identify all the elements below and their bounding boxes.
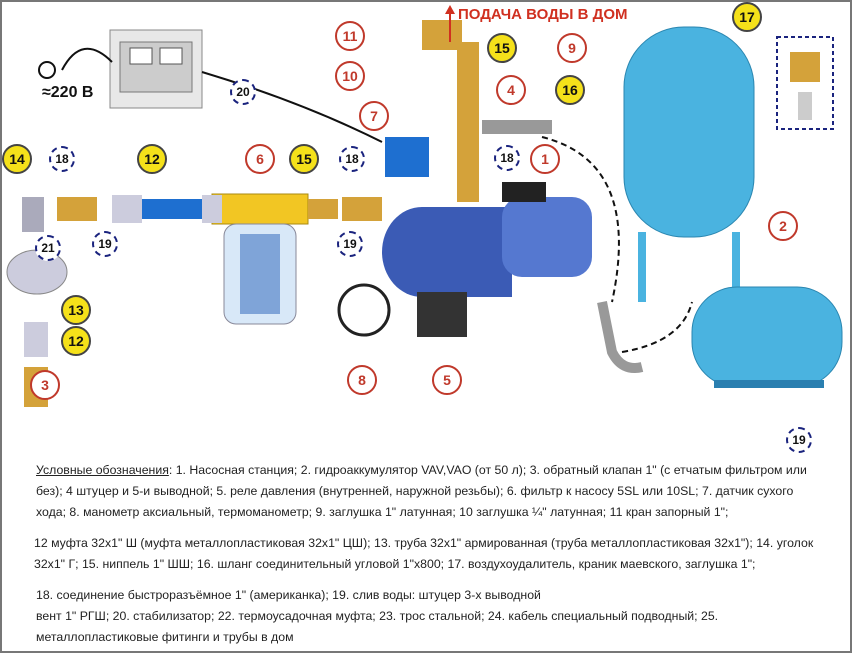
callout-marker-18: 18 [49, 146, 75, 172]
pump-station [382, 182, 592, 297]
callout-marker-6: 6 [245, 144, 275, 174]
callout-marker-12: 12 [137, 144, 167, 174]
callout-marker-16: 16 [555, 75, 585, 105]
power-cable [61, 47, 113, 71]
callout-marker-20: 20 [230, 79, 256, 105]
callout-marker-5: 5 [432, 365, 462, 395]
pressure-switch [417, 292, 467, 337]
callout-marker-18: 18 [339, 146, 365, 172]
callout-marker-1: 1 [530, 144, 560, 174]
callout-marker-13: 13 [61, 295, 91, 325]
pipe-line [22, 20, 552, 232]
water-supply-label: ПОДАЧА ВОДЫ В ДОМ [458, 6, 628, 23]
callout-marker-2: 2 [768, 211, 798, 241]
callout-marker-18: 18 [494, 145, 520, 171]
stabilizer [109, 29, 203, 109]
legend-text-2: 12 муфта 32х1" Ш (муфта металлопластиков… [34, 536, 814, 571]
valve-box [776, 36, 834, 130]
callout-marker-7: 7 [359, 101, 389, 131]
water-filter [211, 193, 309, 325]
hose [597, 301, 644, 373]
legend: Условные обозначения: 1. Насосная станци… [34, 460, 826, 651]
callout-marker-19: 19 [786, 427, 812, 453]
callout-marker-19: 19 [92, 231, 118, 257]
horizontal-tank [691, 286, 843, 388]
legend-text-1: : 1. Насосная станция; 2. гидроаккумулят… [36, 463, 807, 519]
callout-marker-21: 21 [35, 235, 61, 261]
legend-text-3a: 18. соединение быстроразъёмное 1" (амери… [36, 588, 541, 602]
callout-marker-8: 8 [347, 365, 377, 395]
cable-to-pump [201, 71, 383, 143]
callout-marker-3: 3 [30, 370, 60, 400]
voltage-label: ≈220 В [42, 84, 94, 101]
callout-marker-10: 10 [335, 61, 365, 91]
callout-marker-15: 15 [487, 33, 517, 63]
callout-marker-12: 12 [61, 326, 91, 356]
callout-marker-9: 9 [557, 33, 587, 63]
legend-text-3b: вент 1" РГШ; 20. стабилизатор; 22. термо… [36, 609, 719, 644]
callout-marker-19: 19 [337, 231, 363, 257]
legend-heading: Условные обозначения [36, 463, 169, 477]
dry-run-sensor [385, 137, 429, 177]
plug-icon [38, 61, 56, 79]
supply-arrow-icon [445, 5, 455, 42]
callout-marker-4: 4 [496, 75, 526, 105]
gauge [337, 283, 391, 337]
vertical-tank [623, 26, 755, 302]
callout-marker-15: 15 [289, 144, 319, 174]
callout-marker-14: 14 [2, 144, 32, 174]
callout-marker-17: 17 [732, 2, 762, 32]
callout-marker-11: 11 [335, 21, 365, 51]
